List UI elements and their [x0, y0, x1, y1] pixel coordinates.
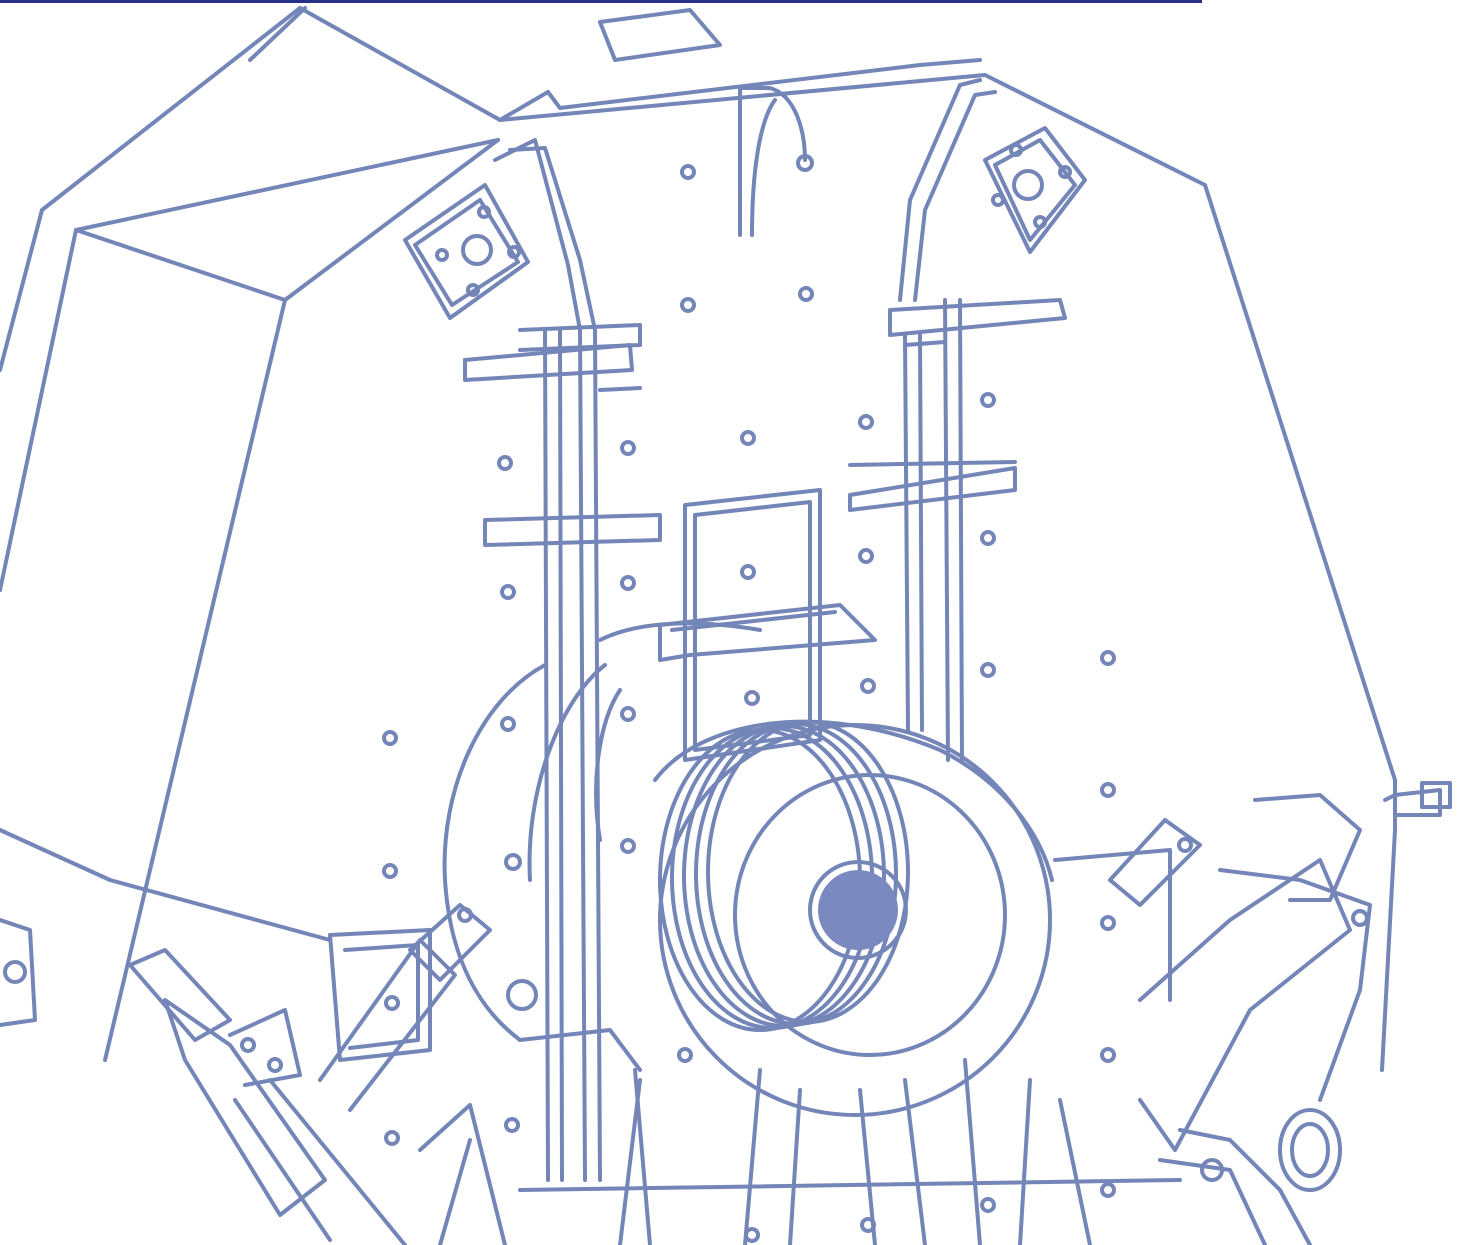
inspection-door	[658, 488, 877, 762]
bolt-hole-icon	[680, 164, 696, 180]
bolt-hole-icon	[980, 392, 996, 408]
pulley-icon	[653, 719, 1054, 1117]
bolt-hole-icon-group	[382, 164, 1116, 1243]
bolt-hole-icon	[980, 1197, 996, 1213]
right-linkage	[1053, 781, 1452, 1245]
left-linkage	[0, 903, 492, 1245]
bolt-hole-icon	[858, 414, 874, 430]
bolt-hole-icon	[1100, 1182, 1116, 1198]
bolt-hole-icon	[980, 662, 996, 678]
pulley-hub	[818, 870, 898, 950]
left-rail	[463, 138, 662, 1182]
right-rail	[848, 78, 1067, 762]
top-rule-line	[0, 0, 1202, 3]
top-hook	[738, 86, 814, 237]
bolt-hole-icon	[740, 564, 756, 580]
bolt-hole-icon	[382, 730, 398, 746]
bolt-hole-icon	[620, 838, 636, 854]
bolt-hole-icon	[744, 690, 760, 706]
bolt-hole-icon	[1100, 1047, 1116, 1063]
bolt-hole-icon	[620, 706, 636, 722]
bolt-hole-icon	[497, 455, 513, 471]
bolt-hole-icon	[860, 678, 876, 694]
bolt-hole-icon	[858, 548, 874, 564]
bolt-hole-icon	[620, 440, 636, 456]
bolt-hole-icon	[744, 1227, 760, 1243]
bolt-hole-icon	[384, 995, 400, 1011]
bolt-hole-icon	[740, 430, 756, 446]
bolt-hole-icon	[1100, 915, 1116, 931]
bolt-hole-icon	[384, 1130, 400, 1146]
bolt-hole-icon	[798, 286, 814, 302]
bolt-hole-icon	[620, 575, 636, 591]
bolt-hole-icon	[860, 1217, 876, 1233]
rotor-housing	[442, 621, 762, 1042]
bolt-hole-icon	[500, 584, 516, 600]
bolt-hole-icon	[500, 716, 516, 732]
bolt-hole-icon	[382, 863, 398, 879]
left-mounting-plate	[403, 183, 530, 320]
bolt-hole-icon	[504, 1117, 520, 1133]
bolt-hole-icon	[980, 530, 996, 546]
bolt-hole-icon	[677, 1047, 693, 1063]
bolt-hole-icon	[1100, 782, 1116, 798]
right-mounting-plate	[983, 126, 1087, 254]
housing-outline	[0, 6, 1397, 1072]
bolt-hole-icon	[680, 297, 696, 313]
lower-frame	[418, 1028, 1182, 1245]
bolt-hole-icon	[1100, 650, 1116, 666]
